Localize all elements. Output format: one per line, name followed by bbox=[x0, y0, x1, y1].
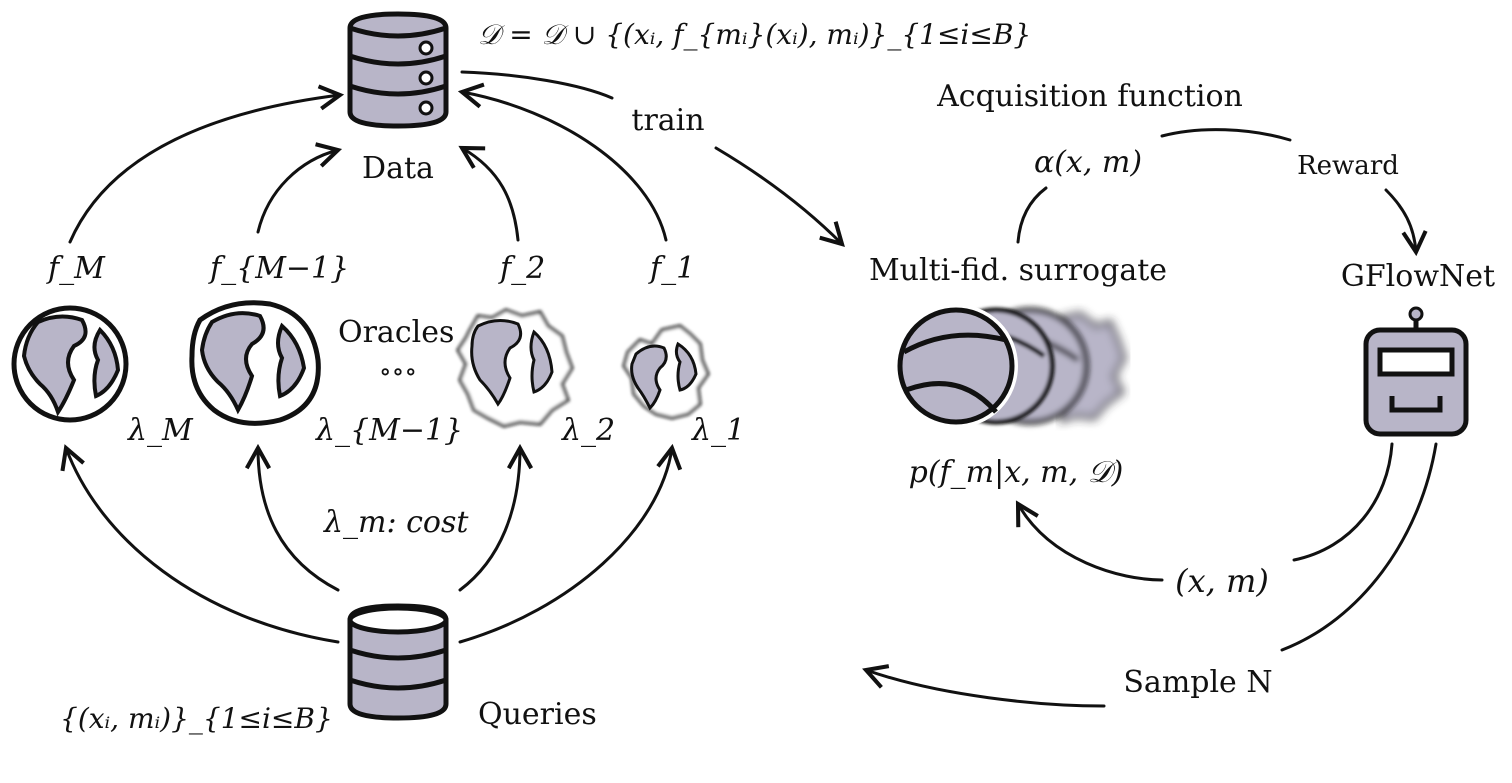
sample-to-surrogate-arrow bbox=[862, 664, 1106, 708]
gflownet-label: GFlowNet bbox=[1341, 259, 1495, 294]
globe-icon-1 bbox=[622, 324, 710, 420]
train-arrow-start bbox=[460, 70, 614, 100]
oracle-cost-m-minus-1: λ_{M−1} bbox=[315, 413, 463, 448]
surrogate-ball-icon bbox=[894, 304, 1127, 428]
oracles-label: Oracles bbox=[338, 315, 454, 350]
sample-label: Sample N bbox=[1123, 665, 1272, 700]
arrow-fm1-to-data bbox=[256, 142, 343, 234]
candidate-to-surrogate-arrow bbox=[1015, 500, 1164, 582]
arrow-f1-to-data bbox=[457, 82, 668, 242]
acq-to-reward-line bbox=[1160, 128, 1292, 142]
data-database-icon bbox=[347, 11, 449, 129]
acquisition-symbol: α(x, m) bbox=[1034, 145, 1142, 180]
surrogate-posterior: p(f_m|x, m, 𝒟) bbox=[909, 455, 1124, 490]
oracle-fn-m: f_M bbox=[46, 251, 106, 286]
oracle-fn-1: f_1 bbox=[648, 251, 695, 286]
arrow-queries-to-globe-m bbox=[60, 444, 340, 644]
oracle-fn-2: f_2 bbox=[498, 251, 545, 286]
candidate-label: (x, m) bbox=[1175, 562, 1269, 600]
oracles-ellipsis: ∘∘∘ bbox=[379, 357, 417, 387]
surrogate-to-acq-line bbox=[1016, 186, 1048, 244]
train-arrow-end bbox=[714, 146, 845, 247]
surrogate-label: Multi-fid. surrogate bbox=[869, 253, 1167, 288]
globe-icon-m-minus-1 bbox=[189, 300, 321, 426]
reward-label: Reward bbox=[1297, 151, 1399, 181]
oracle-cost-1: λ_1 bbox=[691, 413, 745, 448]
arrow-queries-to-globe-1 bbox=[458, 443, 683, 644]
queries-set: {(xᵢ, mᵢ)}_{1≤i≤B} bbox=[60, 702, 333, 735]
arrow-queries-to-globe-m1 bbox=[244, 443, 340, 592]
oracle-label-group: Oracles ∘∘∘ bbox=[338, 315, 454, 387]
data-update-formula: 𝒟 = 𝒟 ∪ {(xᵢ, f_{mᵢ}(xᵢ), mᵢ)}_{1≤i≤B} bbox=[478, 18, 1031, 51]
data-label: Data bbox=[362, 151, 434, 186]
cost-note: λ_m: cost bbox=[323, 505, 469, 540]
queries-label: Queries bbox=[478, 697, 597, 732]
robot-icon bbox=[1363, 306, 1469, 437]
oracle-cost-m: λ_M bbox=[127, 413, 194, 448]
gflownet-to-candidate-line bbox=[1292, 442, 1394, 562]
arrow-fm-to-data bbox=[68, 84, 345, 244]
oracle-cost-2: λ_2 bbox=[561, 413, 615, 448]
train-label: train bbox=[631, 103, 704, 138]
arrow-queries-to-globe-2 bbox=[458, 443, 534, 592]
arrow-f2-to-data bbox=[458, 145, 520, 242]
globe-icon-m bbox=[11, 305, 129, 423]
gflownet-to-sample-line bbox=[1280, 442, 1438, 652]
oracle-fn-m-minus-1: f_{M−1} bbox=[208, 251, 349, 286]
globe-icon-2 bbox=[456, 308, 574, 428]
queries-database-icon bbox=[347, 603, 449, 721]
reward-to-gflownet-arrow bbox=[1384, 188, 1428, 257]
acquisition-title: Acquisition function bbox=[936, 79, 1243, 114]
